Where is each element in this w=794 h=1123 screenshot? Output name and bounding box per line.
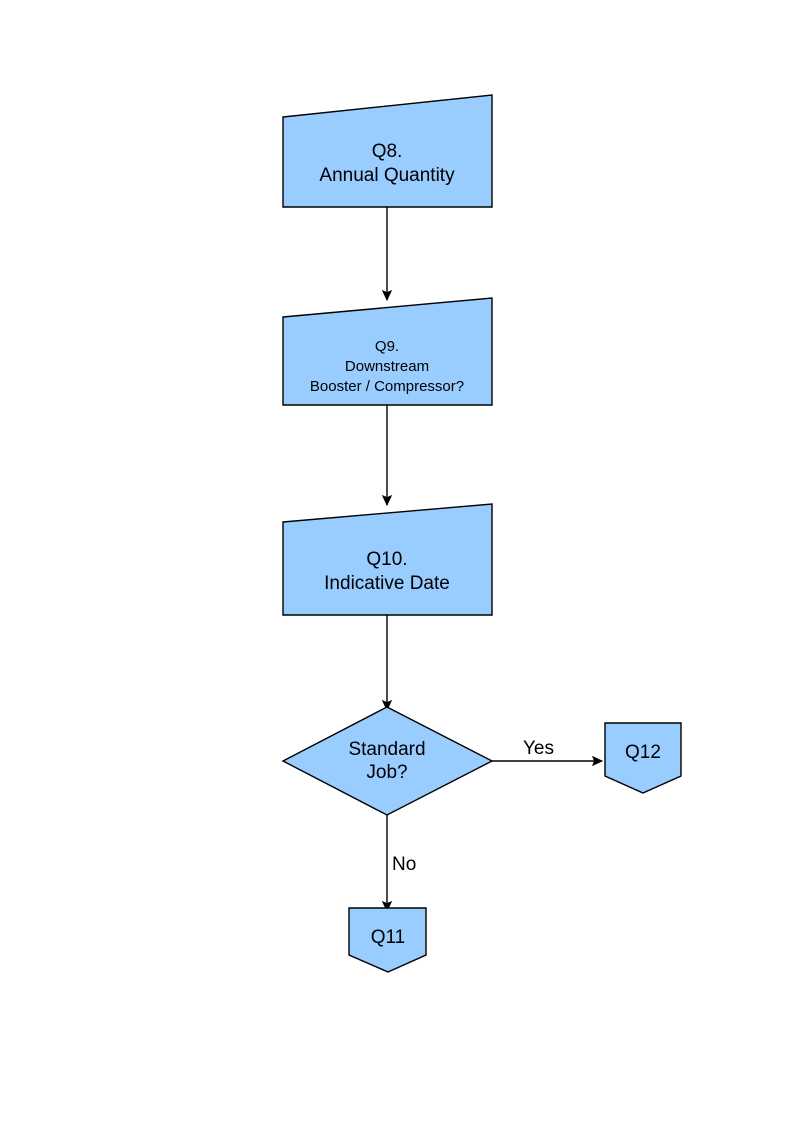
- node-q11-shape[interactable]: [348, 907, 427, 973]
- node-decision-label-line1: Standard: [348, 739, 425, 760]
- node-decision-label-line2: Job?: [366, 762, 407, 783]
- node-q9-label-line3: Booster / Compressor?: [310, 378, 464, 395]
- node-q12-label: Q12: [625, 742, 661, 763]
- edge-decision-q12: Yes: [492, 738, 604, 767]
- node-q8-label-line2: Annual Quantity: [319, 165, 455, 186]
- node-q10-label-line2: Indicative Date: [324, 573, 450, 594]
- node-q9-label-line1: Q9.: [375, 338, 399, 355]
- node-q9-shape[interactable]: [282, 297, 493, 406]
- node-q8[interactable]: Q8. Annual Quantity: [282, 94, 493, 208]
- node-q10[interactable]: Q10. Indicative Date: [282, 503, 493, 616]
- node-q10-label-line1: Q10.: [366, 549, 407, 570]
- node-q9-label-line2: Downstream: [345, 358, 429, 375]
- node-decision-standard-job[interactable]: Standard Job?: [281, 706, 494, 816]
- node-q11[interactable]: Q11: [348, 907, 427, 973]
- node-q9[interactable]: Q9. Downstream Booster / Compressor?: [282, 297, 493, 406]
- node-q8-shape[interactable]: [282, 94, 493, 208]
- node-q10-shape[interactable]: [282, 503, 493, 616]
- node-q12-shape[interactable]: [604, 722, 682, 794]
- edge-label-no: No: [392, 854, 416, 875]
- node-q12[interactable]: Q12: [604, 722, 682, 794]
- node-q8-label-line1: Q8.: [372, 141, 403, 162]
- edge-label-yes: Yes: [523, 738, 554, 759]
- edge-decision-q11: No: [381, 815, 416, 913]
- node-q11-label: Q11: [371, 927, 406, 948]
